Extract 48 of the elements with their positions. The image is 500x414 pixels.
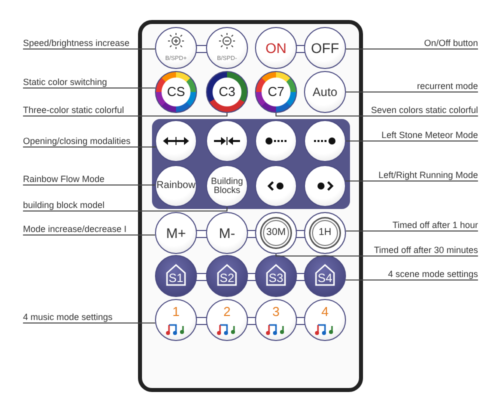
round-button: M+ [155,212,197,254]
callout-label: Three-color static colorful [23,104,124,116]
music-button: 1 [155,299,197,341]
callout-label: building block model [23,199,105,211]
callout-label: Speed/brightness increase [23,37,130,49]
leader-line [22,206,228,212]
leader-line [345,230,478,232]
leader-line [346,140,478,142]
leader-line [22,184,156,186]
callout-label: Left/Right Running Mode [378,169,478,181]
timer-button: 1H [304,212,346,254]
callout-label: Mode increase/decrease I [23,223,127,235]
color-wheel-button: CS [155,71,197,113]
callout-label: 4 scene mode settings [388,268,478,280]
music-button: 4 [304,299,346,341]
callout-label: Seven colors static colorful [370,104,478,116]
leader-line [22,322,156,324]
music-button: 3 [255,299,297,341]
scene-button: S3 [255,255,297,297]
leader-line [22,234,156,236]
callout-label: 4 music mode settings [23,311,113,323]
callout-label: Rainbow Flow Mode [23,173,105,185]
callout-label: Timed off after 1 hour [392,219,478,231]
callout-label: Left Stone Meteor Mode [381,129,478,141]
callout-label: recurrent mode [416,80,478,92]
leader-line [276,254,478,256]
color-wheel-button: C3 [206,71,248,113]
remote-control-body [138,20,363,392]
leader-line [22,146,156,148]
leader-line [22,48,156,50]
leader-line [344,180,478,182]
callout-label: Static color switching [23,76,108,88]
round-button: Auto [304,71,346,113]
leader-line [276,112,478,116]
round-button: M- [206,212,248,254]
round-button: OFF [304,27,346,69]
callout-label: Opening/closing modalities [23,135,131,147]
color-wheel-button: C7 [255,71,297,113]
timer-button: 30M [255,212,297,254]
power-button: ON [255,27,297,69]
callout-label: Timed off after 30 minutes [374,244,478,256]
leader-line [345,48,478,50]
callout-label: On/Off button [424,37,478,49]
music-button: 2 [206,299,248,341]
scene-button: S1 [155,255,197,297]
leader-line [22,112,228,116]
scene-button: S2 [206,255,248,297]
scene-button: S4 [304,255,346,297]
